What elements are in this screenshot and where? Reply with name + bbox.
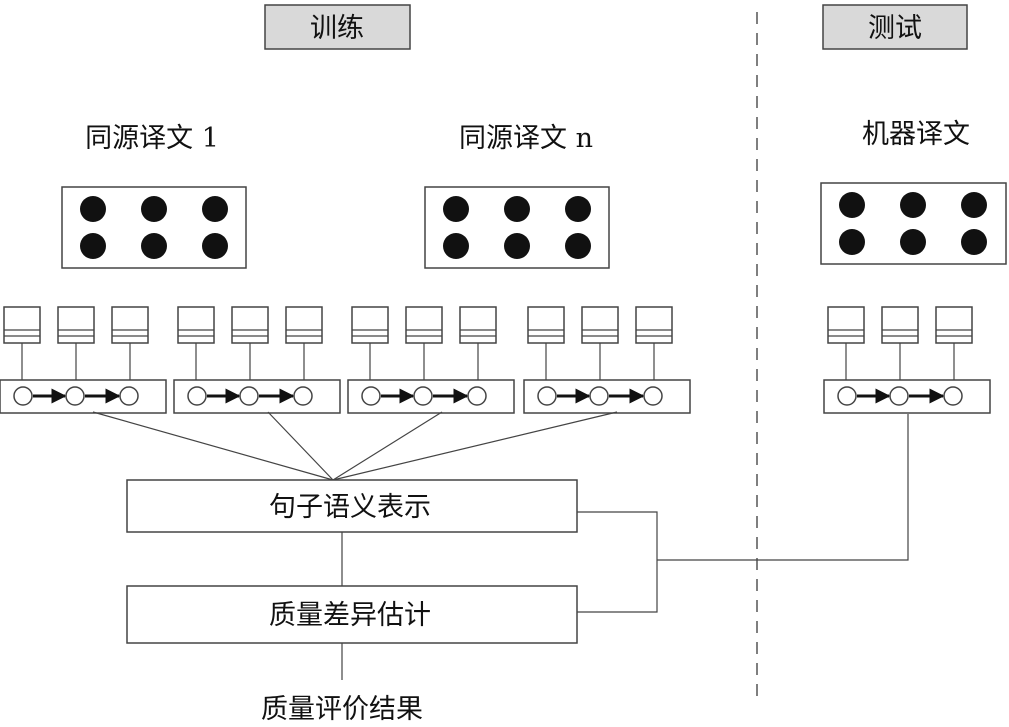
test-path-connector: [657, 414, 909, 561]
dot: [202, 233, 228, 259]
node-circle: [537, 386, 557, 406]
state-cell: [405, 306, 443, 344]
semantic-representation-label: 句子语义表示: [269, 492, 431, 523]
bracket-connector: [577, 511, 658, 613]
source-title-1: 同源译文 1: [85, 123, 219, 154]
node-circle: [13, 386, 33, 406]
train-header-label: 训练: [310, 13, 364, 44]
state-cell: [827, 306, 865, 344]
encoder-group: [523, 306, 691, 414]
state-cell: [351, 306, 389, 344]
state-cell: [285, 306, 323, 344]
encoder-group: [347, 306, 515, 414]
node-circle: [589, 386, 609, 406]
state-cell: [527, 306, 565, 344]
evaluation-result-label: 质量评价结果: [261, 694, 423, 725]
quality-difference-label: 质量差异估计: [269, 600, 431, 631]
dot: [504, 196, 530, 222]
source-title-mt: 机器译文: [862, 119, 970, 150]
dot: [141, 233, 167, 259]
dot: [839, 229, 865, 255]
state-cell: [935, 306, 973, 344]
state-cell: [177, 306, 215, 344]
semantic-representation-box: 句子语义表示: [126, 479, 578, 533]
dot: [961, 229, 987, 255]
dot: [565, 196, 591, 222]
dot: [504, 233, 530, 259]
dot: [80, 196, 106, 222]
state-cell: [3, 306, 41, 344]
train-header: 训练: [264, 4, 411, 50]
state-cell: [635, 306, 673, 344]
dot: [80, 233, 106, 259]
node-circle: [889, 386, 909, 406]
node-circle: [119, 386, 139, 406]
state-cell: [57, 306, 95, 344]
dot: [443, 196, 469, 222]
node-circle: [361, 386, 381, 406]
node-circle: [413, 386, 433, 406]
source-title-n: 同源译文 n: [459, 123, 593, 154]
state-cell: [881, 306, 919, 344]
node-circle: [467, 386, 487, 406]
dot-boxes: [61, 182, 1007, 269]
node-circle: [293, 386, 313, 406]
state-cell: [581, 306, 619, 344]
dot: [900, 192, 926, 218]
encoder-groups: [0, 306, 991, 414]
fan-in-lines: [92, 411, 618, 481]
state-cell: [231, 306, 269, 344]
quality-difference-box: 质量差异估计: [126, 585, 578, 644]
encoder-group: [0, 306, 167, 414]
test-header-label: 测试: [868, 13, 922, 44]
node-circle: [943, 386, 963, 406]
node-circle: [187, 386, 207, 406]
encoder-group: [173, 306, 341, 414]
dot: [565, 233, 591, 259]
dot: [202, 196, 228, 222]
node-circle: [65, 386, 85, 406]
state-cell: [459, 306, 497, 344]
node-circle: [239, 386, 259, 406]
dot: [900, 229, 926, 255]
dot: [839, 192, 865, 218]
dot: [141, 196, 167, 222]
node-circle: [643, 386, 663, 406]
encoder-group: [823, 306, 991, 414]
node-circle: [837, 386, 857, 406]
dot: [443, 233, 469, 259]
dot: [961, 192, 987, 218]
state-cell: [111, 306, 149, 344]
test-header: 测试: [822, 4, 968, 50]
